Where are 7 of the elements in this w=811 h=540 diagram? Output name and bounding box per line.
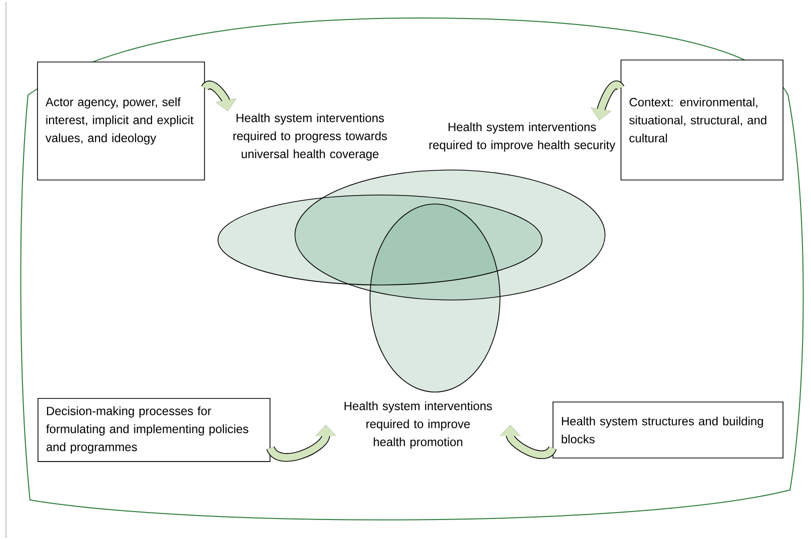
center-label: Health system interventions required to improve health security <box>429 122 616 152</box>
center-label: Health system interventions required to improve health promotion <box>344 401 492 449</box>
text-box: Health system structures and building blocks <box>552 402 784 458</box>
center-label: Health system interventions required to progress towards universal health coverage <box>233 113 387 161</box>
text-box: Actor agency, power, self interest, implicit and explicit values, and ideology <box>37 62 205 180</box>
text-box: Decision-making processes for formulating and implementing policies and programmes <box>38 398 270 462</box>
text-box: Context: environmental, situational, structural, and cultural <box>620 60 784 180</box>
